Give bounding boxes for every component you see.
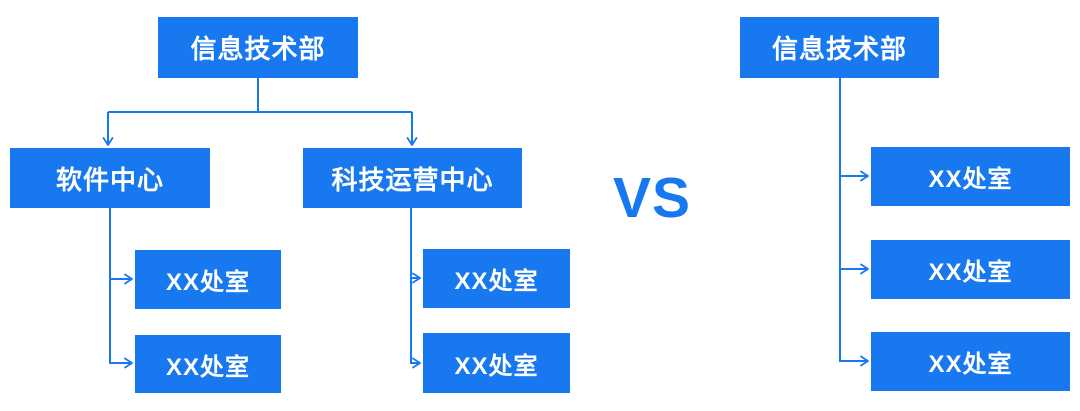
left-root-bus-connector [108, 78, 412, 113]
left-branch1-child2-arrow [109, 208, 133, 369]
left-branch1-office-node-1: XX处室 [135, 250, 281, 309]
left-branch2-office-node-1: XX处室 [423, 249, 570, 308]
left-root-node: 信息技术部 [158, 17, 358, 78]
right-office-node-3: XX处室 [871, 332, 1070, 391]
left-branch-tech-ops-center-node: 科技运营中心 [303, 148, 522, 208]
right-office-node-1: XX处室 [871, 147, 1070, 206]
vs-divider-label: VS [612, 166, 692, 230]
left-branch-software-center-node: 软件中心 [10, 148, 210, 208]
left-branch2-office-node-2: XX处室 [423, 333, 570, 393]
left-branch1-office-node-2: XX处室 [135, 335, 281, 393]
right-office-node-2: XX处室 [871, 240, 1070, 299]
right-child3-arrow [839, 78, 869, 367]
right-root-node: 信息技术部 [740, 17, 939, 78]
left-branch2-child2-arrow [410, 208, 421, 369]
